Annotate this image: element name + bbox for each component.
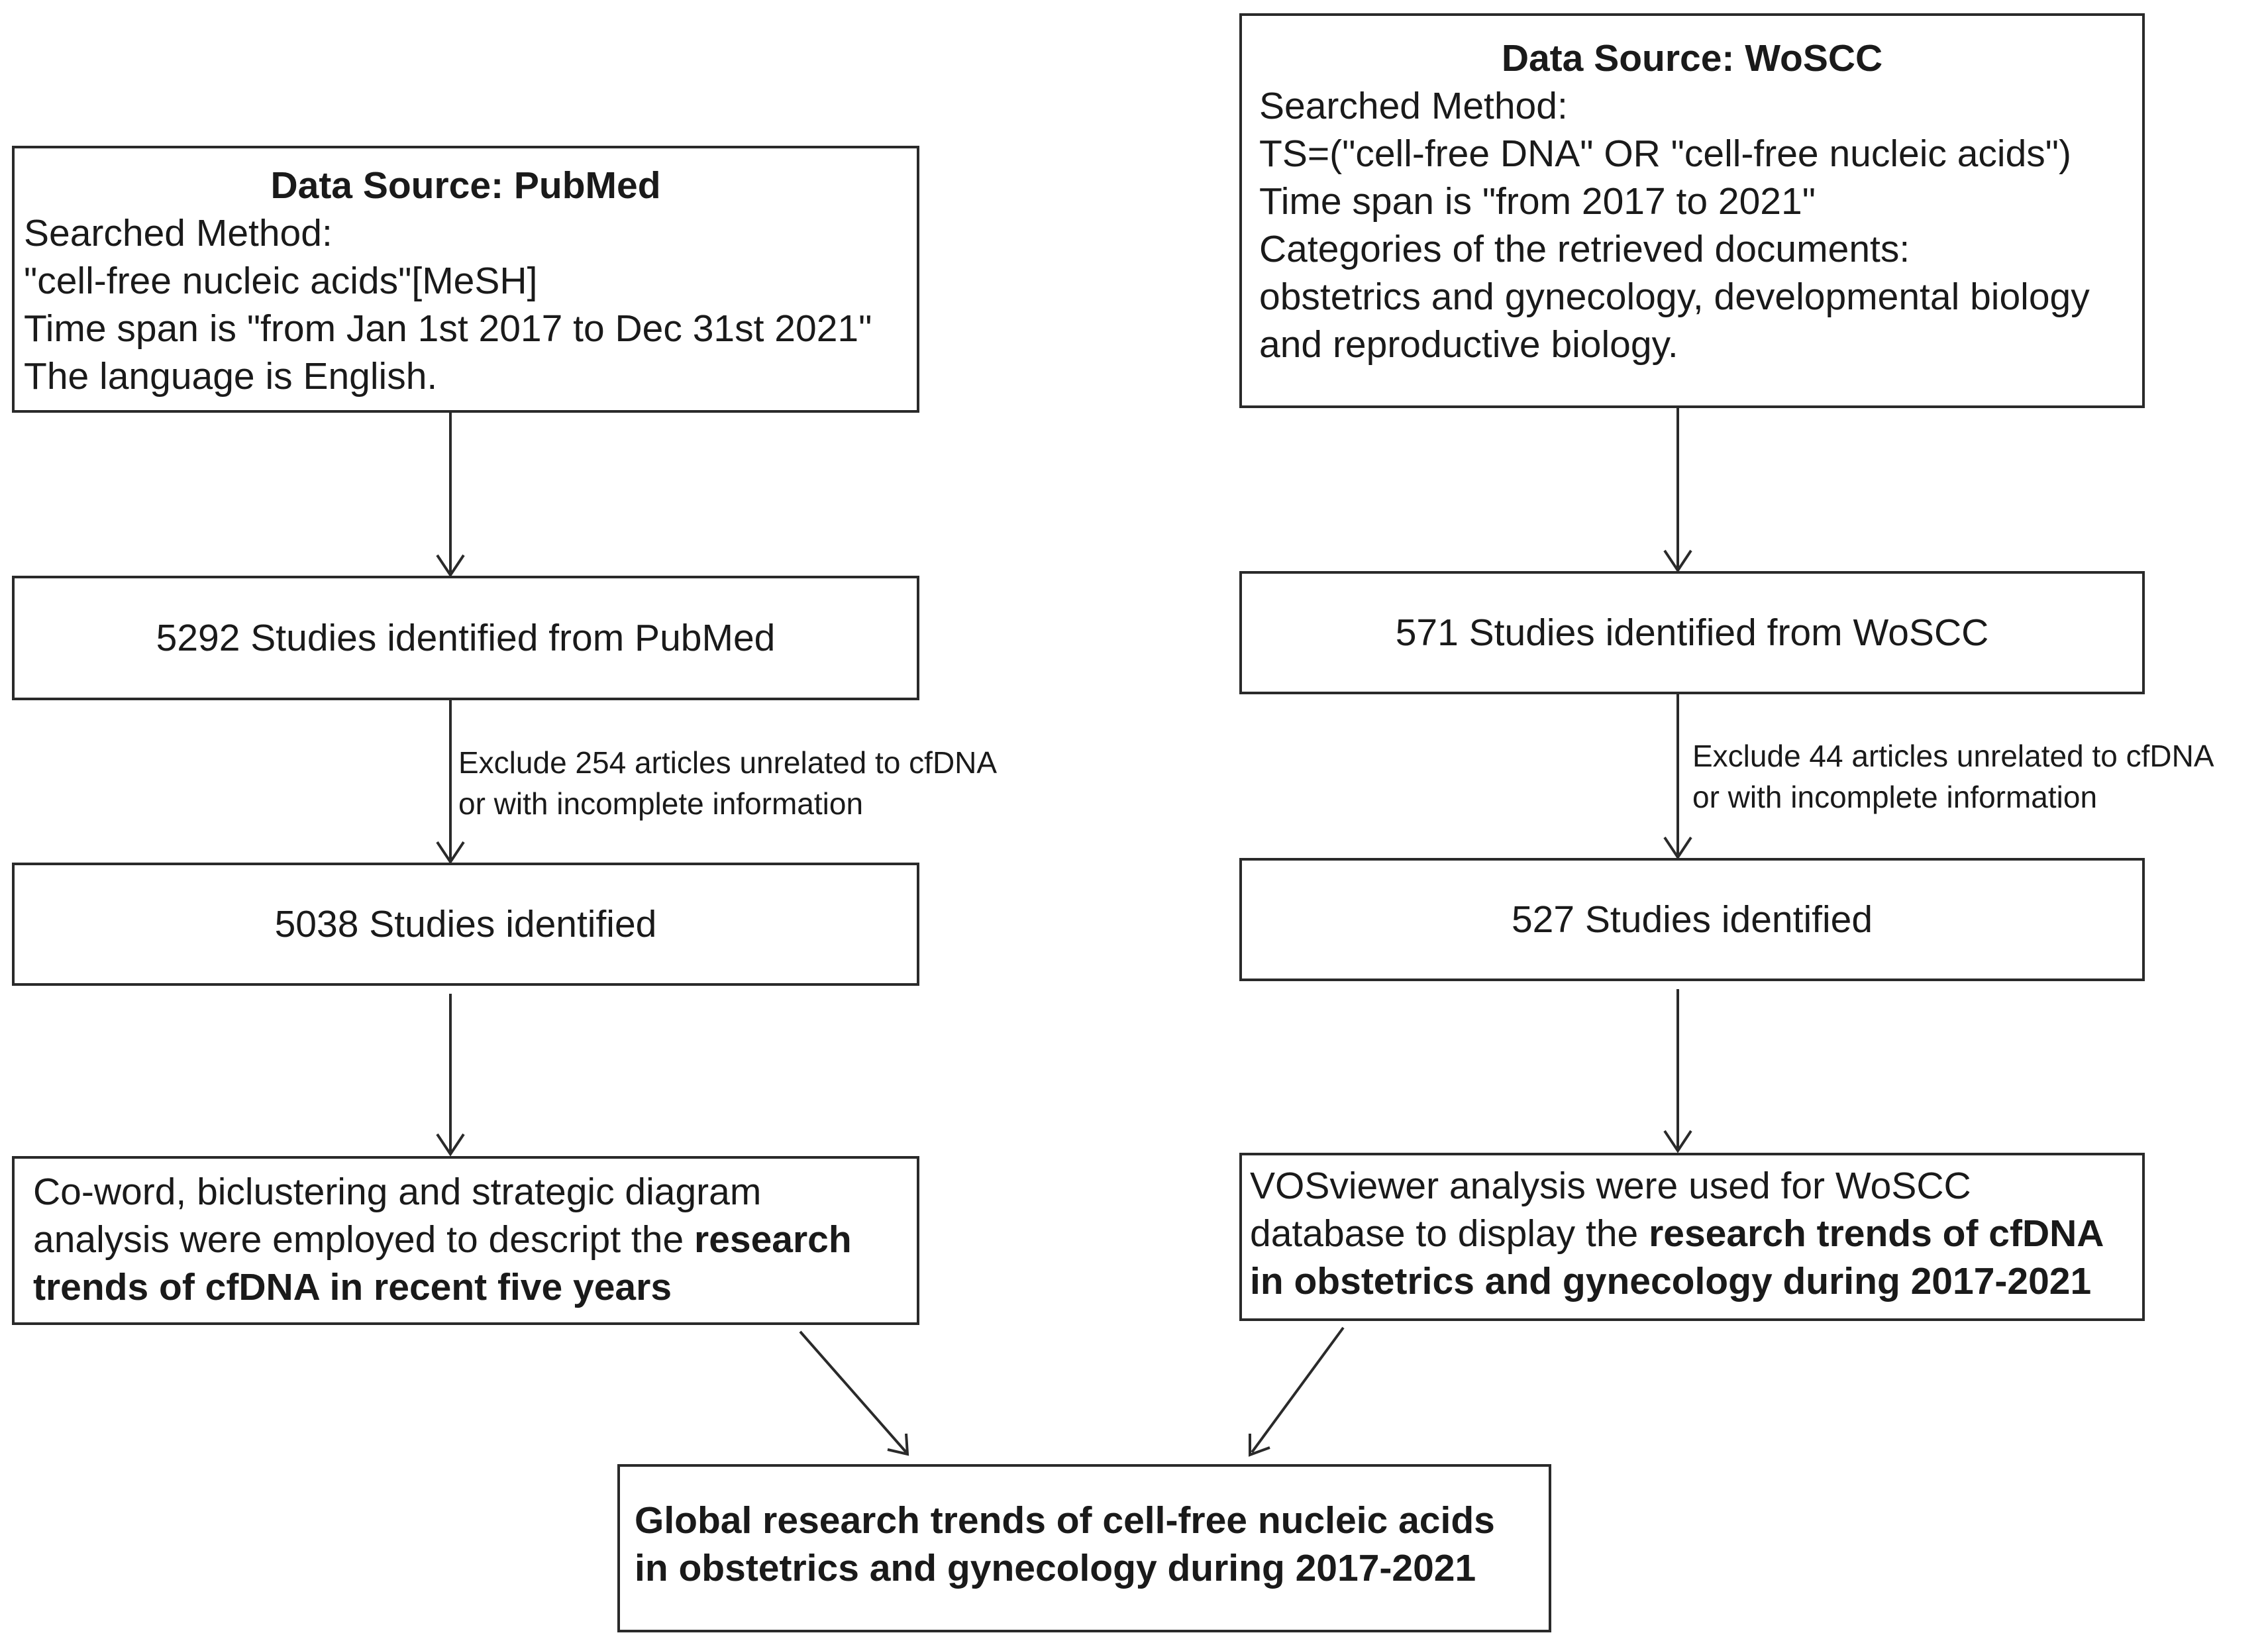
conclusion-box: Global research trends of cell-free nucl… bbox=[617, 1464, 1551, 1632]
woscc-source-line: Time span is "from 2017 to 2021" bbox=[1259, 180, 1816, 223]
woscc-remaining-box: 527 Studies identified bbox=[1239, 858, 2145, 981]
woscc-source-line: Searched Method: bbox=[1259, 85, 1568, 127]
pubmed-source-line: Time span is "from Jan 1st 2017 to Dec 3… bbox=[24, 307, 872, 350]
pubmed-analysis-paragraph: Co-word, biclustering and strategic diag… bbox=[33, 1168, 901, 1311]
pubmed-exclusion-note: Exclude 254 articles unrelated to cfDNA … bbox=[458, 742, 997, 824]
arrowhead-2 bbox=[436, 841, 465, 865]
pubmed-analysis-box: Co-word, biclustering and strategic diag… bbox=[12, 1156, 919, 1325]
pubmed-remaining-text: 5038 Studies identified bbox=[274, 903, 657, 945]
arrowhead-7 bbox=[887, 1433, 909, 1456]
arrow-woscc-analysis-to-conclusion bbox=[1251, 1326, 1345, 1454]
pubmed-analysis-highlight: research trends of cfDNA in recent five … bbox=[33, 1218, 852, 1308]
pubmed-source-line: Searched Method: bbox=[24, 212, 333, 254]
woscc-exclusion-line2: or with incomplete information bbox=[1692, 780, 2098, 814]
woscc-analysis-box: VOSviewer analysis were used for WoSCC d… bbox=[1239, 1153, 2145, 1321]
conclusion-line1: Global research trends of cell-free nucl… bbox=[635, 1499, 1495, 1542]
pubmed-exclusion-line2: or with incomplete information bbox=[458, 786, 864, 821]
arrowhead-1 bbox=[436, 554, 465, 578]
arrowhead-8 bbox=[1249, 1434, 1270, 1457]
woscc-source-line: Categories of the retrieved documents: bbox=[1259, 228, 1910, 270]
woscc-remaining-text: 527 Studies identified bbox=[1511, 898, 1873, 941]
woscc-identified-box: 571 Studies identified from WoSCC bbox=[1239, 571, 2145, 694]
pubmed-analysis-text: Co-word, biclustering and strategic diag… bbox=[33, 1171, 762, 1261]
arrow-pubmed-analysis-to-conclusion bbox=[799, 1330, 907, 1454]
pubmed-remaining-box: 5038 Studies identified bbox=[12, 863, 919, 986]
woscc-analysis-text: VOSviewer analysis were used for WoSCC d… bbox=[1250, 1165, 1971, 1255]
pubmed-source-title: Data Source: PubMed bbox=[270, 164, 661, 207]
pubmed-identified-box: 5292 Studies identified from PubMed bbox=[12, 576, 919, 700]
woscc-identified-text: 571 Studies identified from WoSCC bbox=[1395, 611, 1989, 654]
woscc-source-box: Data Source: WoSCC Searched Method: TS=(… bbox=[1239, 13, 2145, 408]
woscc-source-line: obstetrics and gynecology, developmental… bbox=[1259, 276, 2090, 318]
woscc-analysis-highlight: research trends of cfDNA in obstetrics a… bbox=[1250, 1212, 2103, 1302]
arrowhead-5 bbox=[1663, 836, 1692, 860]
woscc-source-line: TS=("cell-free DNA" OR "cell-free nuclei… bbox=[1259, 132, 2072, 175]
pubmed-identified-text: 5292 Studies identified from PubMed bbox=[156, 617, 776, 659]
arrowhead-3 bbox=[436, 1133, 465, 1157]
pubmed-exclusion-line1: Exclude 254 articles unrelated to cfDNA bbox=[458, 745, 998, 780]
conclusion-line2: in obstetrics and gynecology during 2017… bbox=[635, 1547, 1476, 1589]
arrowhead-6 bbox=[1663, 1130, 1692, 1153]
pubmed-source-line: The language is English. bbox=[24, 355, 438, 398]
woscc-source-title: Data Source: WoSCC bbox=[1501, 37, 1883, 80]
pubmed-source-line: "cell-free nucleic acids"[MeSH] bbox=[24, 260, 538, 302]
arrowhead-4 bbox=[1663, 549, 1692, 573]
woscc-exclusion-line1: Exclude 44 articles unrelated to cfDNA bbox=[1692, 739, 2214, 773]
woscc-exclusion-note: Exclude 44 articles unrelated to cfDNA o… bbox=[1692, 735, 2214, 818]
pubmed-source-box: Data Source: PubMed Searched Method: "ce… bbox=[12, 146, 919, 413]
woscc-source-line: and reproductive biology. bbox=[1259, 323, 1678, 366]
woscc-analysis-paragraph: VOSviewer analysis were used for WoSCC d… bbox=[1250, 1162, 2134, 1305]
